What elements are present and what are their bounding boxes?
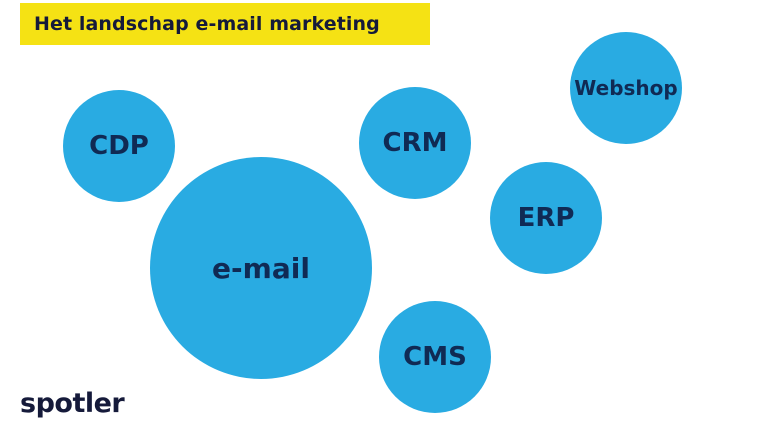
bubble-label-crm: CRM — [382, 128, 448, 158]
bubble-cdp: CDP — [63, 90, 175, 202]
bubble-label-email: e-mail — [212, 251, 310, 285]
bubble-crm: CRM — [359, 87, 471, 199]
bubble-label-erp: ERP — [517, 203, 575, 233]
bubble-label-webshop: Webshop — [574, 76, 678, 100]
bubble-webshop: Webshop — [570, 32, 682, 144]
page-title: Het landschap e-mail marketing — [34, 13, 380, 35]
spotler-logo: spotler — [20, 388, 125, 419]
bubble-erp: ERP — [490, 162, 602, 274]
title-banner: Het landschap e-mail marketing — [20, 3, 430, 45]
bubble-label-cms: CMS — [403, 342, 467, 372]
bubble-cms: CMS — [379, 301, 491, 413]
bubble-label-cdp: CDP — [89, 131, 149, 161]
bubble-email: e-mail — [150, 157, 372, 379]
